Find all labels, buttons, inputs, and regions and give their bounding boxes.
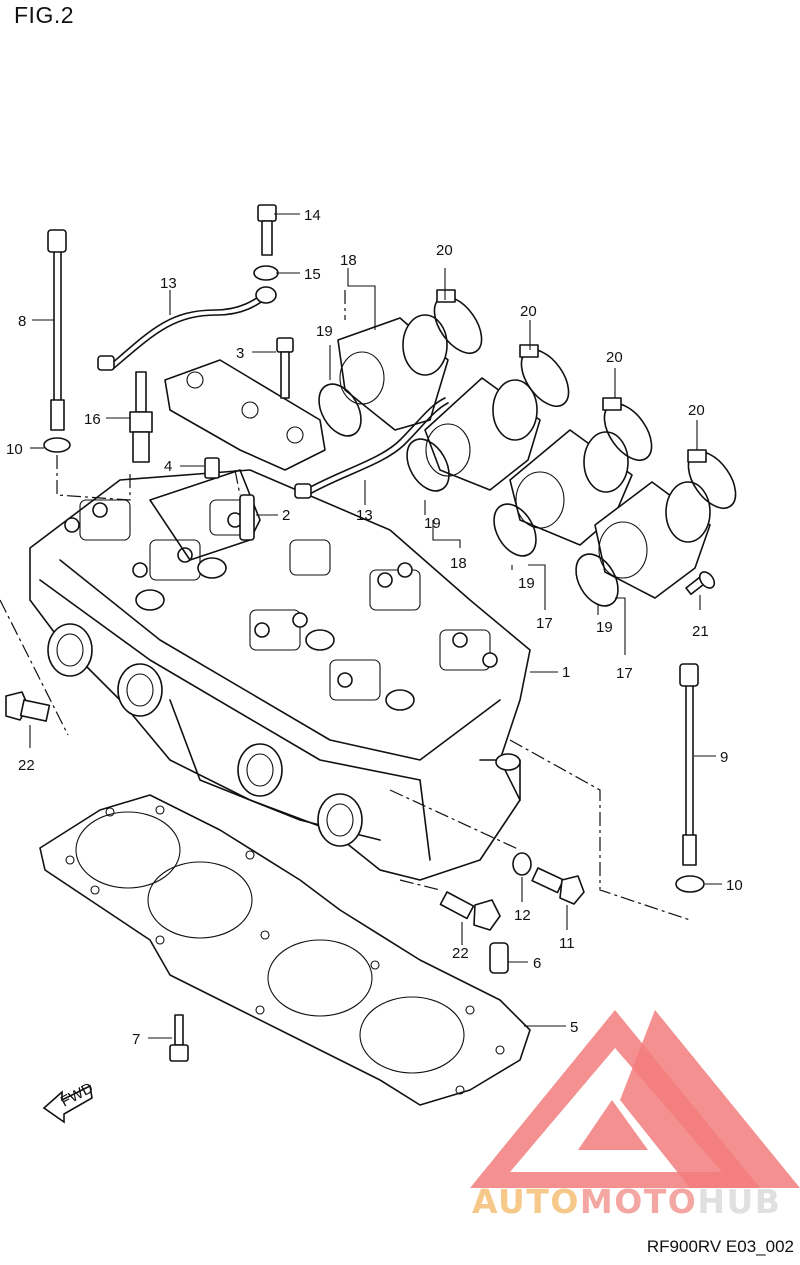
label-9: 9	[720, 749, 728, 766]
label-12: 12	[514, 907, 531, 924]
bolt-22-front	[5, 691, 51, 722]
fwd-arrow-icon: FWD	[42, 1079, 96, 1124]
label-5: 5	[570, 1019, 578, 1036]
label-20-d: 20	[688, 402, 705, 419]
diagram-code: RF900RV E03_002	[646, 1237, 794, 1256]
label-20-b: 20	[520, 303, 537, 320]
spark-plug	[129, 371, 153, 463]
label-20-c: 20	[606, 349, 623, 366]
o-rings	[318, 383, 619, 607]
label-22-left: 22	[18, 757, 35, 774]
bolt-3	[276, 337, 294, 399]
watermark-text: AUTOMOTOHUB	[472, 1182, 781, 1221]
label-21: 21	[692, 623, 709, 640]
clamps	[433, 289, 737, 509]
dowel-4	[204, 457, 220, 479]
label-4: 4	[164, 458, 172, 475]
label-17-a: 17	[536, 615, 553, 632]
intake-pipe-1	[337, 314, 449, 431]
label-22-right: 22	[452, 945, 469, 962]
label-18-top: 18	[340, 252, 357, 269]
label-16: 16	[84, 411, 101, 428]
washer-12	[512, 852, 532, 876]
label-8: 8	[18, 313, 26, 330]
label-6: 6	[533, 955, 541, 972]
screw-21	[685, 571, 716, 596]
cylinder-head	[29, 469, 531, 881]
bolt-22-rear	[439, 891, 501, 931]
intake-pipe-2	[424, 377, 541, 491]
long-bolt-8	[43, 229, 71, 453]
bolt-14	[253, 204, 279, 281]
long-bolt-9	[675, 663, 705, 893]
label-10-top: 10	[6, 441, 23, 458]
dowel-6	[489, 942, 509, 974]
figure-title: FIG.2	[14, 2, 75, 28]
vacuum-hoses	[97, 286, 449, 499]
label-19-a: 19	[316, 323, 333, 340]
watermark-hub: HUB	[697, 1182, 782, 1221]
cylinder-head-gasket	[39, 794, 531, 1106]
label-19-d: 19	[596, 619, 613, 636]
oil-jet-2	[239, 494, 255, 541]
part-number-labels: 1 2 3 4 5 6 7 8 9 10 10 11 12 13 13 14 1…	[6, 207, 743, 1048]
watermark-auto: AUTO	[472, 1182, 580, 1221]
label-20-a: 20	[436, 242, 453, 259]
label-10-bottom: 10	[726, 877, 743, 894]
label-14: 14	[304, 207, 321, 224]
watermark-moto: MOTO	[579, 1182, 698, 1221]
watermark-logo	[470, 1010, 800, 1188]
label-3: 3	[236, 345, 244, 362]
label-19-c: 19	[518, 575, 535, 592]
label-17-b: 17	[616, 665, 633, 682]
camshaft-journal-holder	[164, 359, 326, 471]
label-13-top: 13	[160, 275, 177, 292]
label-15: 15	[304, 266, 321, 283]
label-18-bottom: 18	[450, 555, 467, 572]
label-19-b: 19	[424, 515, 441, 532]
label-1: 1	[562, 664, 570, 681]
leader-lines	[29, 213, 722, 1039]
label-7: 7	[132, 1031, 140, 1048]
label-2: 2	[282, 507, 290, 524]
intake-pipe-4	[594, 481, 711, 599]
label-11: 11	[559, 935, 575, 952]
bolt-7	[169, 1014, 189, 1062]
label-13-bottom: 13	[356, 507, 373, 524]
bolt-11	[531, 867, 585, 905]
assembly-lines	[0, 290, 691, 921]
